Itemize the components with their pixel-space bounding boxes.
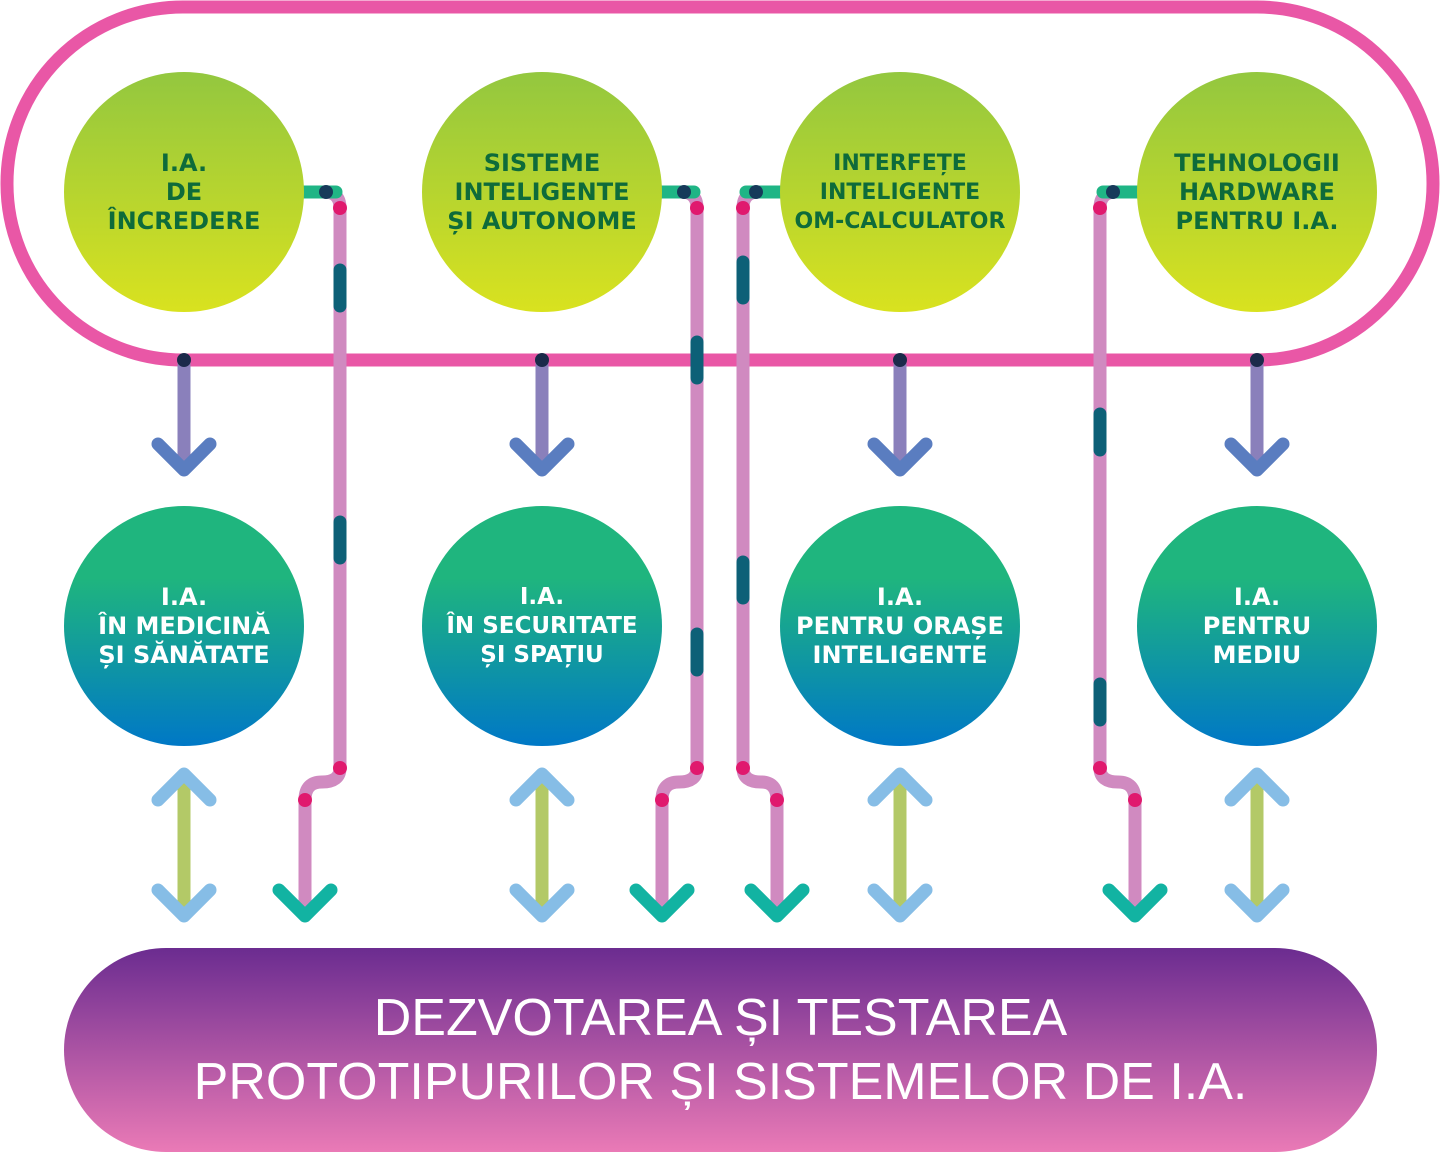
down-arrow-head	[151, 437, 217, 477]
mid-circle-label-1: I.A. ÎN MEDICINĂ ȘI SĂNĂTATE	[64, 506, 304, 746]
down-arrow-head	[509, 437, 575, 477]
connector-node	[1106, 185, 1120, 199]
label-line: I.A.	[519, 583, 565, 610]
bottom-line-1: DEZVOTAREA ȘI TESTAREA	[373, 989, 1068, 1047]
label-line: ÎN SECURITATE	[446, 612, 638, 639]
mid-circle-2	[422, 506, 662, 746]
label-line: INTELIGENTE	[812, 640, 988, 669]
pipe-dot-top	[1093, 201, 1107, 215]
label-line: ÎN MEDICINĂ	[98, 611, 270, 640]
top-frame	[0, 0, 1440, 367]
label-line: I.A.	[1233, 582, 1281, 611]
double-arrow-head-down	[867, 883, 933, 923]
label-line: HARDWARE	[1179, 177, 1335, 206]
mid-circle-label-2: I.A. ÎN SECURITATE ȘI SPAȚIU	[422, 506, 662, 746]
label-line: I.A.	[160, 582, 208, 611]
top-circle-2	[422, 72, 662, 312]
label-line: INTELIGENTE	[454, 177, 630, 206]
label-line: PENTRU ORAȘE	[796, 611, 1004, 640]
label-line: DE	[165, 177, 203, 206]
double-arrow-head-up	[867, 767, 933, 807]
top-circle-label-4: TEHNOLOGII HARDWARE PENTRU I.A.	[1137, 72, 1377, 312]
pipes-layer	[272, 185, 1168, 923]
frame-node	[1250, 353, 1264, 367]
bottom-line-2: PROTOTIPURILOR ȘI SISTEMELOR DE I.A.	[193, 1053, 1248, 1111]
top-circle-label-1: I.A. DE ÎNCREDERE	[64, 72, 304, 312]
double-arrow-head-down	[1224, 883, 1290, 923]
pipe-dot-target	[298, 793, 312, 807]
top-circle-3	[780, 72, 1020, 312]
label-line: ȘI SĂNĂTATE	[98, 640, 270, 669]
mid-circle-label-3: I.A. PENTRU ORAȘE INTELIGENTE	[780, 506, 1020, 746]
double-arrow-head-up	[151, 767, 217, 807]
label-line: I.A.	[160, 148, 208, 177]
pipe-arrow-head	[272, 883, 338, 923]
mid-circle-1	[64, 506, 304, 746]
top-circle-4	[1137, 72, 1377, 312]
down-arrow-head	[867, 437, 933, 477]
pipe-dot-target	[1128, 793, 1142, 807]
pipe-dot-bottom	[333, 761, 347, 775]
frame-node	[177, 353, 191, 367]
connector-node	[677, 185, 691, 199]
label-line: ÎNCREDERE	[107, 206, 261, 235]
double-arrow-head-down	[151, 883, 217, 923]
label-line: INTELIGENTE	[819, 179, 981, 205]
label-line: PENTRU I.A.	[1175, 206, 1339, 235]
top-circle-label-3: INTERFEȚE INTELIGENTE OM-CALCULATOR	[780, 72, 1020, 312]
double-arrow-head-down	[509, 883, 575, 923]
label-line: MEDIU	[1212, 640, 1302, 669]
mid-circle-3	[780, 506, 1020, 746]
frame-node	[535, 353, 549, 367]
pipe-dot-target	[655, 793, 669, 807]
label-line: TEHNOLOGII	[1174, 148, 1340, 177]
mid-circle-label-4: I.A. PENTRU MEDIU	[1137, 506, 1377, 746]
label-line: OM-CALCULATOR	[794, 208, 1006, 234]
label-line: ȘI AUTONOME	[447, 206, 637, 235]
down-arrow-head	[1224, 437, 1290, 477]
mid-circle-4	[1137, 506, 1377, 746]
double-arrow-head-up	[509, 767, 575, 807]
foreground-layer	[64, 72, 1377, 923]
bottom-banner	[64, 948, 1377, 1152]
pipe-dot-top	[333, 201, 347, 215]
connector-node	[749, 185, 763, 199]
label-line: PENTRU	[1202, 611, 1312, 640]
label-line: ȘI SPAȚIU	[480, 641, 604, 668]
label-line: SISTEME	[483, 148, 601, 177]
pipe-arrow-head	[1102, 883, 1168, 923]
label-line: INTERFEȚE	[833, 150, 967, 176]
pipe-arrow-head	[629, 883, 695, 923]
pipe-dot-bottom	[690, 761, 704, 775]
top-circle-1	[64, 72, 304, 312]
pipe-dot-top	[736, 201, 750, 215]
label-line: I.A.	[876, 582, 924, 611]
double-arrow-head-up	[1224, 767, 1290, 807]
top-circle-label-2: SISTEME INTELIGENTE ȘI AUTONOME	[422, 72, 662, 312]
connector-node	[319, 185, 333, 199]
pipe-dot-target	[770, 793, 784, 807]
frame-node	[893, 353, 907, 367]
pipe-dot-top	[690, 201, 704, 215]
pipe-arrow-head	[744, 883, 810, 923]
bottom-banner-label: DEZVOTAREA ȘI TESTAREA PROTOTIPURILOR ȘI…	[64, 948, 1377, 1152]
pipe-dot-bottom	[736, 761, 750, 775]
pipe-dot-bottom	[1093, 761, 1107, 775]
